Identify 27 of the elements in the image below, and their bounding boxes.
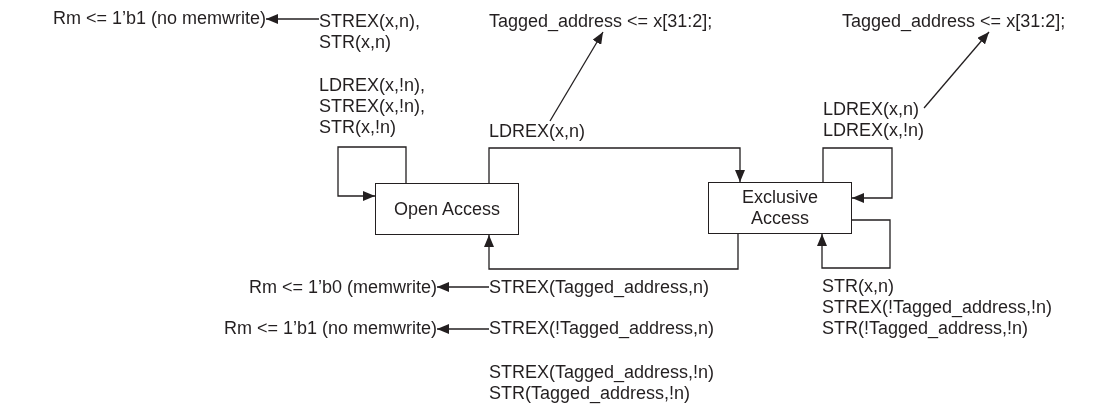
assignment-text: Tagged_address <= x[31:2]; (489, 11, 713, 32)
condition-text: STREX(x,n), STR(x,n) (319, 11, 437, 53)
arrow (436, 324, 490, 334)
transition-label: LDREX(x,!n) (823, 120, 925, 141)
self-loop-arrow (817, 219, 891, 269)
arrow (484, 233, 739, 270)
assignment-text: Tagged_address <= x[31:2]; (842, 11, 1066, 32)
transition-label: LDREX(x,!n), STREX(x,!n), STR(x,!n) (319, 75, 427, 138)
state-box: Exclusive Access (708, 182, 852, 234)
self-loop-arrow (822, 147, 893, 203)
result-text: Rm <= 1’b1 (no memwrite) (0, 318, 437, 339)
condition-text: STREX(Tagged_address,n) (489, 277, 710, 298)
transition-label: LDREX(x,n) (489, 121, 586, 142)
arrow (436, 282, 490, 292)
result-text: Rm <= 1’b0 (memwrite) (0, 277, 437, 298)
arrow (265, 14, 320, 24)
arrow (488, 147, 745, 184)
condition-text: STREX(!Tagged_address,n) (489, 318, 715, 339)
arrow (549, 31, 604, 122)
result-text: Rm <= 1’b1 (no memwrite) (0, 8, 266, 29)
transition-label: LDREX(x,n) (823, 99, 921, 120)
transition-label: STR(x,n) STREX(!Tagged_address,!n) STR(!Tagged_address,!n) (822, 276, 1054, 339)
transition-label: STR(Tagged_address,!n) (489, 383, 691, 404)
arrow (923, 31, 990, 109)
transition-label: STREX(Tagged_address,!n) (489, 362, 715, 383)
self-loop-arrow (337, 146, 407, 201)
state-box: Open Access (375, 183, 519, 235)
